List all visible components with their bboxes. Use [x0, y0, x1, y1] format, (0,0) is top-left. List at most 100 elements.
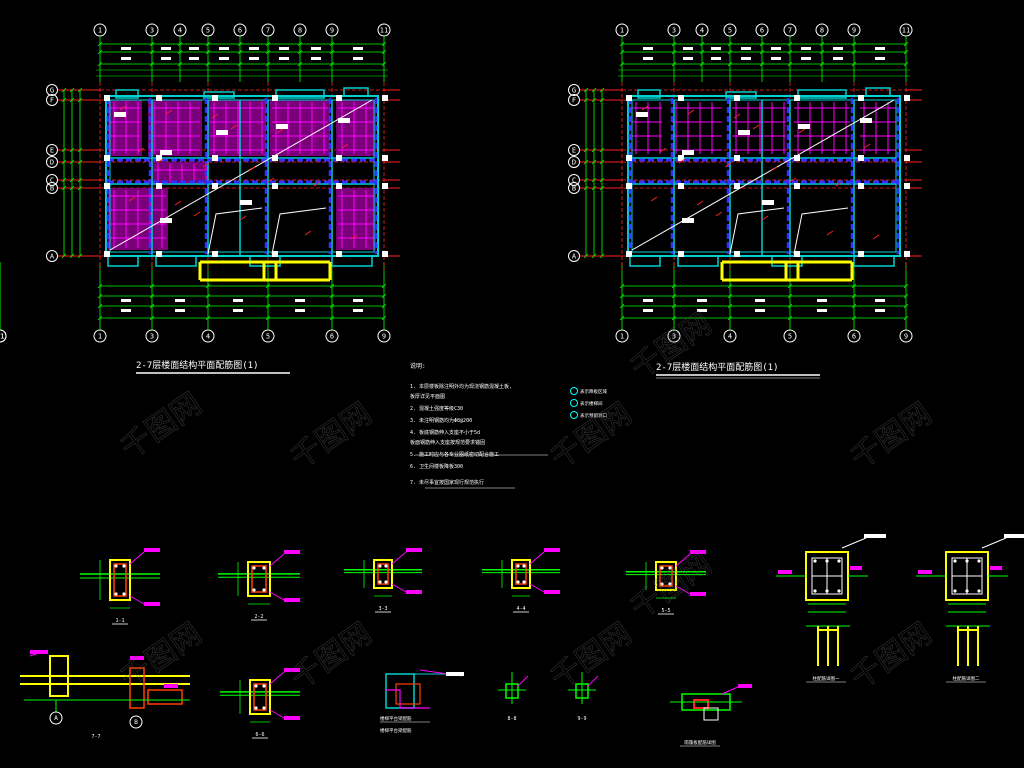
leader-line: [587, 675, 599, 687]
axis-label: 9: [904, 333, 908, 341]
dimension-tick: [329, 41, 335, 47]
stair-line: [207, 207, 263, 255]
wall-protrusion: [637, 89, 661, 99]
rebar-mark: [659, 147, 667, 153]
floor-plan-left: 134567891113456911GFEDCBA: [0, 23, 400, 343]
notes-heading: 说明:: [410, 362, 426, 370]
rebar-dot: [965, 559, 969, 563]
dimension-tick: [77, 177, 83, 183]
dimension-text: [643, 309, 653, 312]
beam-outline: [109, 559, 131, 601]
axis-bubble: [46, 182, 58, 194]
dimension-tick: [851, 61, 857, 67]
dimension-tick: [237, 61, 243, 67]
rebar-dot: [522, 564, 526, 568]
wall-protrusion: [677, 255, 719, 267]
rebar-mark: [687, 109, 695, 115]
leader-text: [130, 656, 144, 660]
axis-label: 4: [700, 27, 704, 35]
stirrup: [377, 563, 389, 585]
column: [272, 95, 278, 101]
rebar-dot: [825, 589, 829, 593]
dimension-tick: [77, 147, 83, 153]
axis-label: D: [50, 159, 54, 167]
dimension-text: [121, 299, 131, 302]
leader-text: [30, 650, 48, 654]
axis-label: G: [50, 87, 54, 95]
dimension-tick: [599, 159, 605, 165]
leader-text: [918, 570, 932, 574]
section-marker: [49, 711, 63, 725]
column: [734, 95, 740, 101]
dimension-tick: [205, 41, 211, 47]
dimension-text: [755, 309, 765, 312]
dimension-tick: [591, 177, 597, 183]
rebar-mark: [715, 211, 723, 217]
dimension-tick: [61, 177, 67, 183]
wall-protrusion: [107, 255, 139, 267]
axis-label: 8: [820, 27, 824, 35]
dimension-text: [219, 57, 229, 60]
dimension-text: [875, 299, 885, 302]
dimension-text: [353, 309, 363, 312]
exterior-wall: [627, 95, 901, 257]
leader-line: [269, 709, 285, 719]
dimension-tick: [97, 303, 103, 309]
dimension-tick: [61, 253, 67, 259]
rebar-dot: [825, 559, 829, 563]
column: [678, 251, 684, 257]
axis-label: B: [50, 185, 54, 193]
rebar-dot: [122, 564, 126, 568]
column-detail: 8-8: [498, 672, 529, 722]
section-label: 6-6: [255, 732, 264, 738]
column: [272, 155, 278, 161]
column: [794, 155, 800, 161]
plan-left-title: 2-7层楼面结构平面配筋图(1): [136, 359, 259, 371]
dimension-tick: [583, 97, 589, 103]
rebar-dot: [262, 706, 266, 710]
stirrup: [659, 565, 673, 587]
leader-text: [144, 548, 160, 552]
dimension-tick: [265, 315, 271, 321]
note-line: 6. 卫生间楼板降板300: [410, 463, 463, 470]
dimension-text: [643, 47, 653, 50]
dimension-tick: [265, 293, 271, 299]
dimension-tick: [851, 315, 857, 321]
dimension-text: [833, 57, 843, 60]
dimension-tick: [381, 61, 387, 67]
axis-label: 3: [150, 333, 154, 341]
rebar-dot: [262, 566, 266, 570]
dimension-tick: [699, 61, 705, 67]
dimension-tick: [699, 49, 705, 55]
column: [794, 183, 800, 189]
axis-label: 4: [178, 27, 182, 35]
dimension-text: [353, 47, 363, 50]
axis-label: 3: [672, 27, 676, 35]
rebar-dot: [378, 580, 382, 584]
slab-label: [160, 218, 172, 223]
slab-label: [114, 112, 126, 117]
leader-line: [529, 583, 545, 593]
dimension-text: [771, 47, 781, 50]
rebar-mark: [724, 162, 732, 168]
column: [104, 251, 110, 257]
beam-elevation-detail: AB7-7: [20, 649, 190, 740]
detail-label: 柱配筋详图二: [953, 675, 980, 682]
note-line: 3. 未注明钢筋均为Φ8@200: [410, 417, 472, 424]
axis-bubble: [568, 84, 580, 96]
wall-protrusion: [343, 87, 369, 97]
axis-label: B: [572, 185, 576, 193]
axis-label: 5: [788, 333, 792, 341]
leader-text: [1004, 534, 1024, 538]
beam-outline: [655, 561, 677, 591]
axis-label: A: [572, 253, 577, 261]
dimension-tick: [591, 159, 597, 165]
dimension-text: [175, 299, 185, 302]
dimension-tick: [903, 41, 909, 47]
slab-label: [160, 150, 172, 155]
leader-text: [864, 534, 886, 538]
dimension-tick: [381, 293, 387, 299]
dimension-text: [697, 309, 707, 312]
dimension-tick: [77, 185, 83, 191]
